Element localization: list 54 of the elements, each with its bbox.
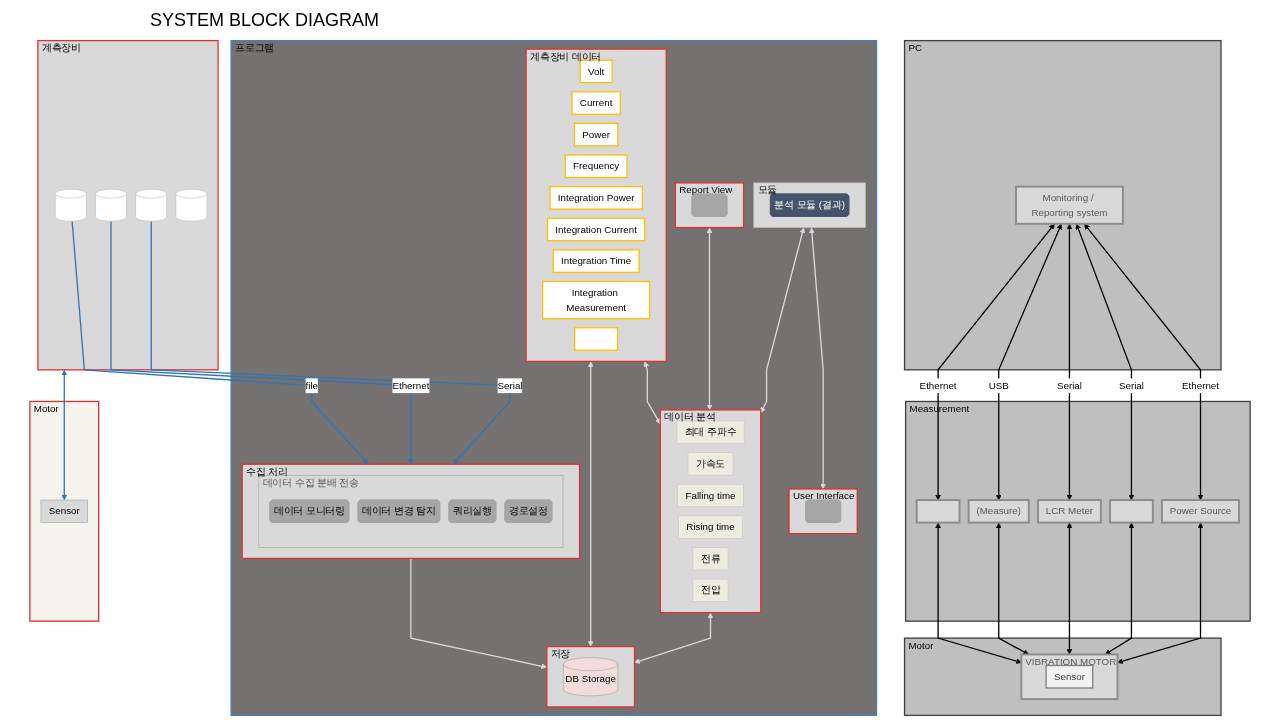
arrow <box>935 522 1022 664</box>
node-box: Sensor <box>40 499 88 523</box>
node-box <box>1109 499 1154 524</box>
diagram-title: SYSTEM BLOCK DIAGRAM <box>150 10 380 31</box>
arrow <box>1066 223 1073 501</box>
node-box: Integration Measurement <box>542 280 651 320</box>
node-cylinder <box>54 188 87 222</box>
node-box: Integration Time <box>552 249 640 273</box>
node-box: 전류 <box>692 547 729 571</box>
edge-label: Ethernet <box>392 379 430 391</box>
arrow <box>634 612 714 664</box>
arrow <box>643 361 661 425</box>
node-cylinder <box>95 188 127 222</box>
edge-label: Serial <box>1118 379 1144 391</box>
arrow <box>71 220 369 465</box>
node-box: Current <box>571 91 621 115</box>
node-box: Rising time <box>678 515 743 539</box>
arrow <box>1066 522 1073 655</box>
node-cylinder <box>135 188 168 222</box>
node-box: Integration Current <box>546 217 646 242</box>
node-box: Frequency <box>564 154 628 179</box>
node-box: LCR Meter <box>1037 499 1102 524</box>
arrow <box>935 223 1055 501</box>
arrow <box>61 369 68 501</box>
arrow <box>150 220 511 465</box>
arrow <box>1105 522 1135 655</box>
node-box: 전압 <box>692 578 729 602</box>
arrow <box>995 522 1029 655</box>
arrow <box>706 227 713 411</box>
edge-label: file <box>305 379 318 391</box>
node-box: Sensor <box>1045 664 1094 689</box>
arrow <box>1117 522 1204 664</box>
arrow <box>1084 223 1204 501</box>
edge-label: Serial <box>497 379 523 391</box>
arrow <box>587 361 594 647</box>
node-box: Integration Power <box>549 186 643 210</box>
node-box: Power Source <box>1161 499 1241 524</box>
node-cylinder <box>175 188 208 222</box>
edge-label: Serial <box>1056 379 1082 391</box>
node-box <box>915 499 961 524</box>
edge-label: Ethernet <box>919 379 957 391</box>
arrow <box>995 223 1062 501</box>
arrow <box>110 220 414 465</box>
node-box: Power <box>573 122 619 147</box>
edge-label: Ethernet <box>1182 379 1220 391</box>
arrow <box>760 227 806 414</box>
node-box: Falling time <box>677 483 744 508</box>
node-box: (Measure) <box>967 499 1030 524</box>
node-box <box>574 327 619 351</box>
node-box: Monitoring / Reporting system <box>1015 185 1124 225</box>
edge-label: USB <box>988 379 1009 391</box>
node-box: 가속도 <box>687 452 734 476</box>
arrow <box>1075 223 1135 501</box>
arrow <box>809 227 827 490</box>
